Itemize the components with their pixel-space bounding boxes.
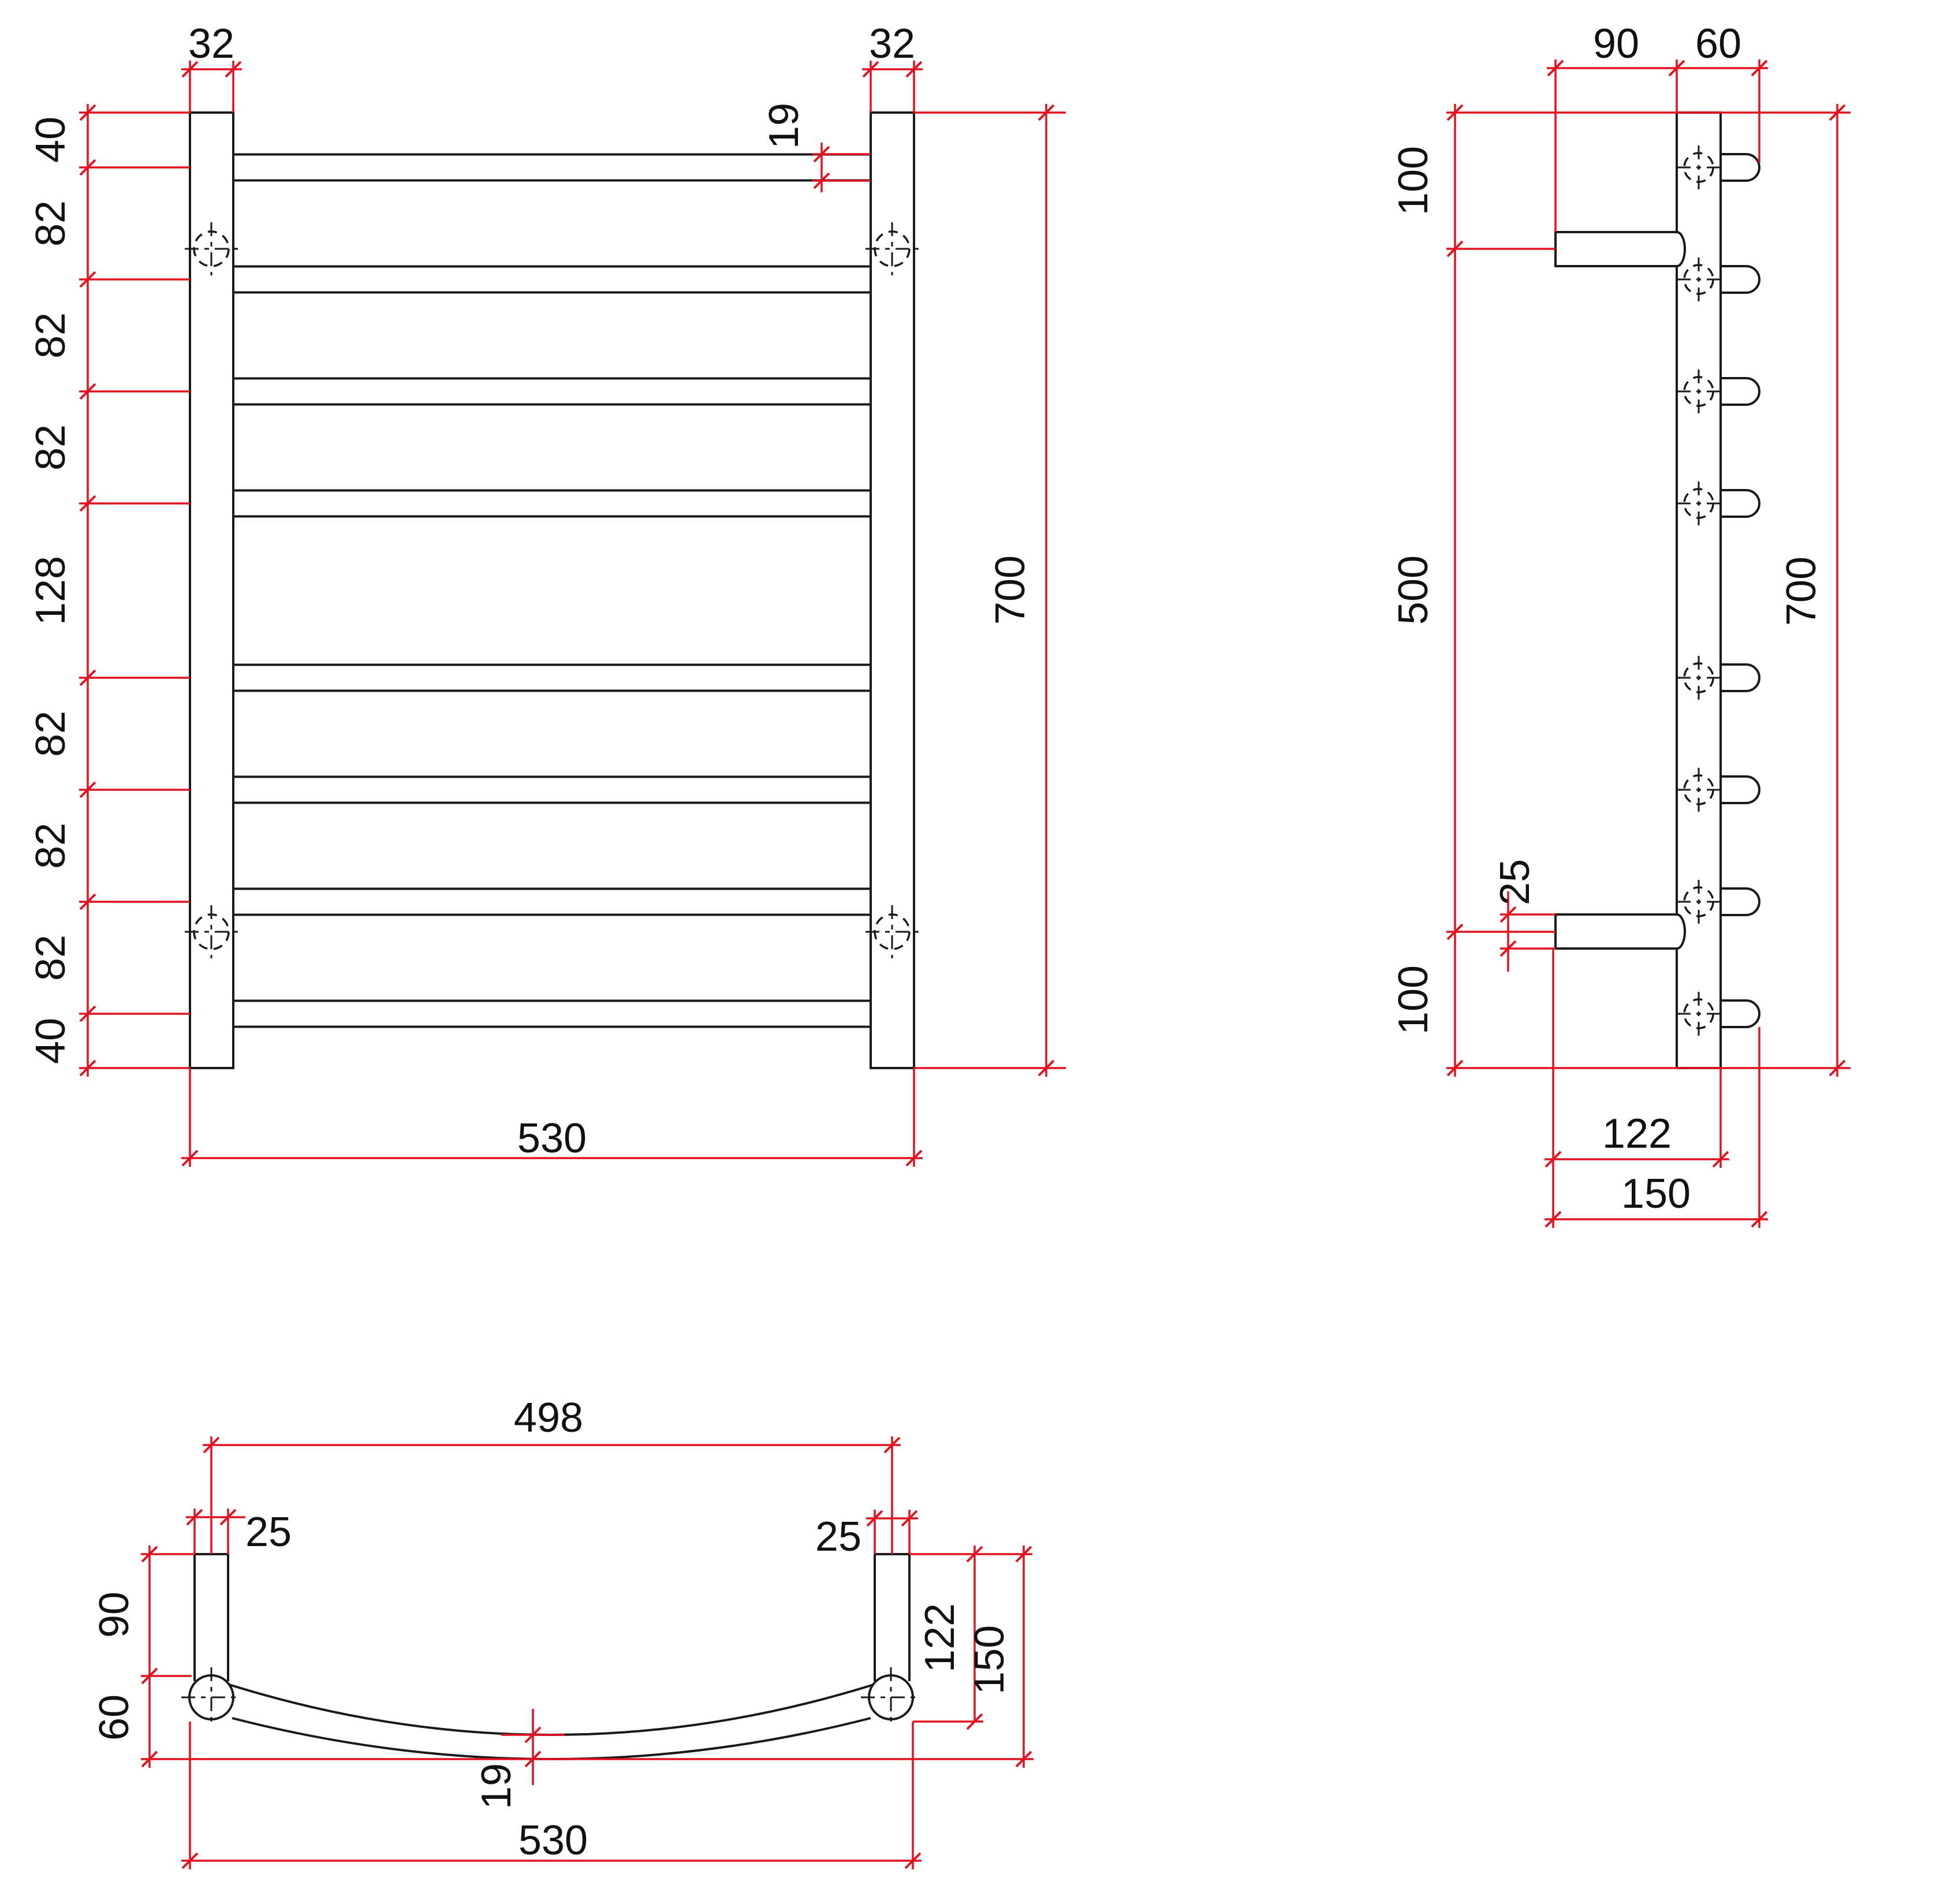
- top-right-plate: [874, 1553, 911, 1681]
- dim-side-bracket-thickness: 25: [1492, 859, 1538, 905]
- front-left-post: [189, 111, 234, 1069]
- top-dim-labels: 498 25 25 90 60 122 150 19 530: [91, 1395, 1013, 1864]
- side-bracket-top: [1554, 231, 1686, 267]
- dim-front-chain-40b: 40: [28, 1018, 74, 1064]
- front-right-post: [870, 111, 915, 1069]
- dim-front-chain-128: 128: [28, 556, 74, 625]
- top-right-post-cross: [861, 1667, 921, 1727]
- side-bracket-bottom: [1554, 913, 1686, 950]
- dim-top-overall-depth: 150: [967, 1625, 1013, 1694]
- dim-side-chain-100b: 100: [1390, 965, 1437, 1035]
- dim-front-height: 700: [987, 555, 1034, 625]
- top-dimensions: [141, 1436, 1034, 1869]
- front-view: 32 32 19 40 82 82 82 128 82 82 82 40 700…: [28, 21, 1066, 1167]
- dim-front-chain-82d: 82: [28, 711, 74, 757]
- dim-side-bar-offset: 60: [1695, 21, 1741, 67]
- top-left-post-cross: [181, 1667, 241, 1727]
- dim-front-post-width-left: 32: [188, 21, 234, 67]
- dim-side-wall-to-post: 122: [1602, 1111, 1672, 1157]
- front-dimensions: [79, 61, 1066, 1167]
- dim-front-chain-82c: 82: [28, 424, 74, 471]
- dim-front-chain-82b: 82: [28, 312, 74, 359]
- front-mount-markers: [185, 222, 919, 958]
- dim-front-chain-82a: 82: [28, 200, 74, 247]
- side-joint-markers: [1677, 145, 1721, 1036]
- top-dim-ticks: [141, 1436, 1032, 1869]
- dim-top-post-centers: 498: [514, 1395, 583, 1441]
- top-curved-bar: [229, 1683, 874, 1760]
- side-dim-labels: 90 60 100 500 100 700 25 122 150: [1390, 21, 1825, 1217]
- dim-front-chain-82f: 82: [28, 935, 74, 981]
- dim-top-bar-drop: 60: [91, 1694, 137, 1741]
- side-post: [1676, 111, 1722, 1069]
- side-view: 90 60 100 500 100 700 25 122 150: [1390, 21, 1851, 1228]
- dim-front-bar-diameter: 19: [761, 103, 807, 149]
- dim-side-chain-500: 500: [1390, 555, 1437, 625]
- dim-front-chain-40a: 40: [28, 117, 74, 163]
- dim-side-height: 700: [1778, 557, 1825, 626]
- front-dim-ticks: [79, 61, 1055, 1167]
- side-dim-ticks: [1446, 59, 1846, 1228]
- dim-top-wall-to-post: 122: [917, 1603, 963, 1672]
- front-dim-labels: 32 32 19 40 82 82 82 128 82 82 82 40 700…: [28, 21, 1034, 1162]
- dim-top-post-diameter-right: 25: [815, 1514, 861, 1560]
- dim-top-width: 530: [518, 1817, 588, 1864]
- dim-top-post-diameter-left: 25: [245, 1509, 292, 1555]
- top-left-plate: [193, 1553, 229, 1681]
- dim-side-bracket-length: 90: [1593, 21, 1639, 67]
- side-bar-stubs: [1721, 153, 1760, 1028]
- dim-top-bar-diameter: 19: [473, 1763, 520, 1809]
- dim-side-overall-depth: 150: [1621, 1171, 1691, 1217]
- side-dimensions: [1446, 59, 1851, 1228]
- dim-front-post-width-right: 32: [869, 21, 915, 67]
- front-bars: [233, 153, 871, 1028]
- dim-top-bracket-length: 90: [91, 1592, 137, 1638]
- dim-front-chain-82e: 82: [28, 823, 74, 869]
- dim-side-chain-100a: 100: [1390, 146, 1437, 215]
- top-view: 498 25 25 90 60 122 150 19 530: [91, 1395, 1034, 1869]
- dim-front-width: 530: [517, 1115, 587, 1162]
